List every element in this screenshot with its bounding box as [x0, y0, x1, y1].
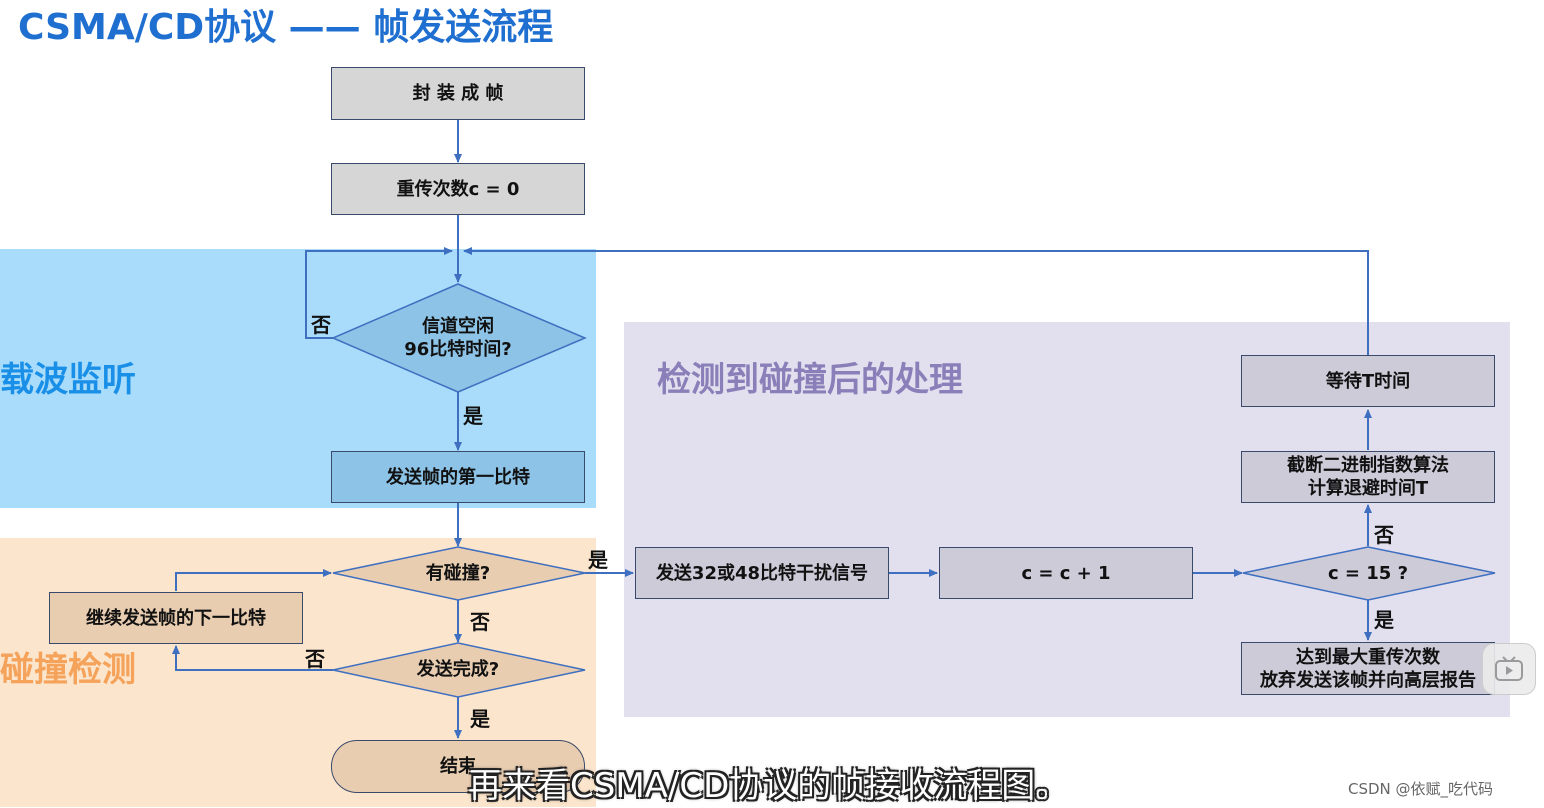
continue-send-box: 继续发送帧的下一比特: [49, 592, 303, 644]
c15-yes-label: 是: [1374, 608, 1394, 632]
arrow-idle-no-loop: [305, 247, 453, 339]
encapsulate-frame-box: 封 装 成 帧: [331, 67, 585, 120]
c15-diamond: [1242, 546, 1496, 601]
channel-idle-diamond: [331, 283, 587, 393]
jam-signal-box: 发送32或48比特干扰信号: [635, 547, 889, 599]
page-title: CSMA/CD协议 —— 帧发送流程: [18, 7, 554, 48]
done-no-label: 否: [305, 647, 325, 671]
give-up-box: 达到最大重传次数 放弃发送该帧并向高层报告: [1241, 642, 1495, 695]
wait-t-box: 等待T时间: [1241, 355, 1495, 407]
idle-no-label: 否: [311, 313, 331, 337]
send-done-text: 发送完成?: [416, 659, 500, 680]
send-done-diamond: [332, 642, 586, 698]
done-yes-label: 是: [470, 707, 490, 731]
arrow-wait-to-idle: [463, 247, 1369, 355]
play-icon-glyph: [1495, 656, 1523, 681]
collision-detect-label: 碰撞检测: [0, 650, 136, 690]
play-icon[interactable]: [1482, 643, 1536, 695]
arrow-continue-to-collision: [175, 569, 332, 591]
collision-diamond: [332, 546, 586, 601]
init-counter-box: 重传次数c = 0: [331, 163, 585, 215]
end-terminal: 结束: [331, 740, 585, 793]
collision-text: 有碰撞?: [425, 563, 491, 584]
send-first-bit-box: 发送帧的第一比特: [331, 451, 585, 503]
collision-yes-label: 是: [588, 548, 608, 572]
arrow-done-no-to-continue: [172, 645, 333, 671]
csdn-watermark: CSDN @依赋_吃代码: [1348, 780, 1494, 798]
post-collision-label: 检测到碰撞后的处理: [657, 360, 963, 400]
channel-idle-text: 信道空闲 96比特时间?: [404, 316, 512, 360]
idle-yes-label: 是: [463, 404, 483, 428]
collision-no-label: 否: [470, 610, 490, 634]
carrier-sense-label: 载波监听: [0, 360, 136, 400]
c15-text: c = 15 ?: [1327, 563, 1409, 584]
increment-counter-box: c = c + 1: [939, 547, 1193, 599]
c15-no-label: 否: [1374, 523, 1394, 547]
backoff-box: 截断二进制指数算法 计算退避时间T: [1241, 451, 1495, 503]
video-subtitle: 再来看CSMA/CD协议的帧接收流程图。: [468, 766, 1070, 806]
